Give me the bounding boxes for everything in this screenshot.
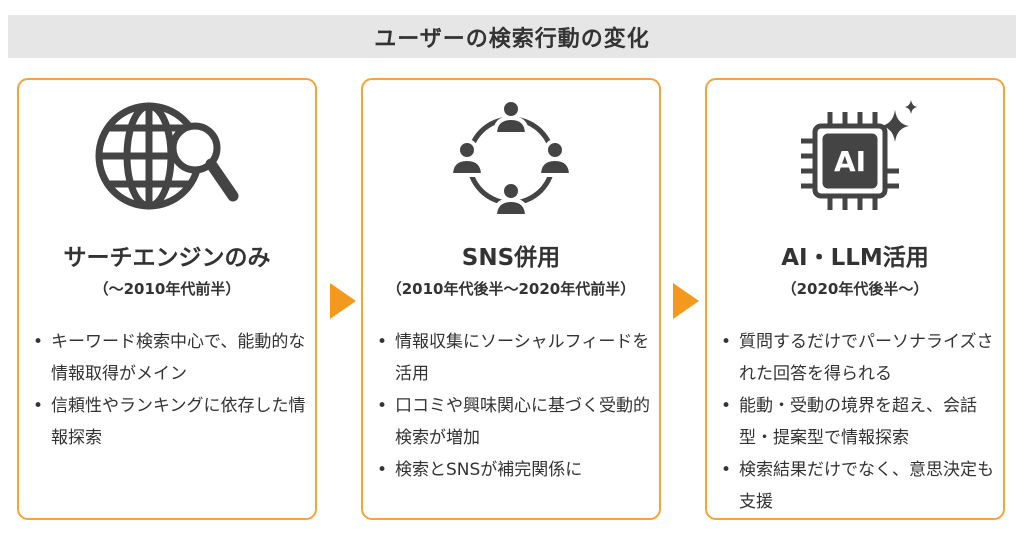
list-item: キーワード検索中心で、能動的な情報取得がメイン bbox=[33, 326, 307, 390]
bullet-list: 質問するだけでパーソナライズされた回答を得られる 能動・受動の境界を超え、会話型… bbox=[721, 326, 995, 518]
card-title: サーチエンジンのみ bbox=[63, 245, 271, 271]
card-period: （2020年代後半〜） bbox=[781, 280, 929, 298]
card-search-engine: サーチエンジンのみ （〜2010年代前半） キーワード検索中心で、能動的な情報取… bbox=[17, 78, 317, 520]
card-title: SNS併用 bbox=[461, 245, 561, 271]
arrow-right-icon bbox=[330, 283, 356, 319]
list-item: 検索結果だけでなく、意思決定も支援 bbox=[721, 454, 995, 518]
svg-text:AI: AI bbox=[834, 145, 866, 178]
page-title: ユーザーの検索行動の変化 bbox=[8, 15, 1016, 58]
ai-chip-icon: AI bbox=[707, 96, 1003, 226]
people-network-icon bbox=[363, 96, 659, 226]
list-item: 口コミや興味関心に基づく受動的検索が増加 bbox=[377, 390, 651, 454]
list-item: 情報収集にソーシャルフィードを活用 bbox=[377, 326, 651, 390]
bullet-list: キーワード検索中心で、能動的な情報取得がメイン 信頼性やランキングに依存した情報… bbox=[33, 326, 307, 454]
globe-search-icon bbox=[19, 96, 315, 226]
card-title: AI・LLM活用 bbox=[781, 245, 929, 271]
bullet-list: 情報収集にソーシャルフィードを活用 口コミや興味関心に基づく受動的検索が増加 検… bbox=[377, 326, 651, 486]
card-period: （〜2010年代前半） bbox=[93, 280, 241, 298]
arrow-right-icon bbox=[673, 283, 699, 319]
card-sns: SNS併用 （2010年代後半〜2020年代前半） 情報収集にソーシャルフィード… bbox=[361, 78, 661, 520]
card-ai-llm: AI AI・LLM活用 （2020年代後半〜） 質問するだけでパーソナライズされ… bbox=[705, 78, 1005, 520]
list-item: 質問するだけでパーソナライズされた回答を得られる bbox=[721, 326, 995, 390]
list-item: 検索とSNSが補完関係に bbox=[377, 454, 651, 486]
list-item: 信頼性やランキングに依存した情報探索 bbox=[33, 390, 307, 454]
list-item: 能動・受動の境界を超え、会話型・提案型で情報探索 bbox=[721, 390, 995, 454]
card-period: （2010年代後半〜2020年代前半） bbox=[386, 280, 636, 298]
